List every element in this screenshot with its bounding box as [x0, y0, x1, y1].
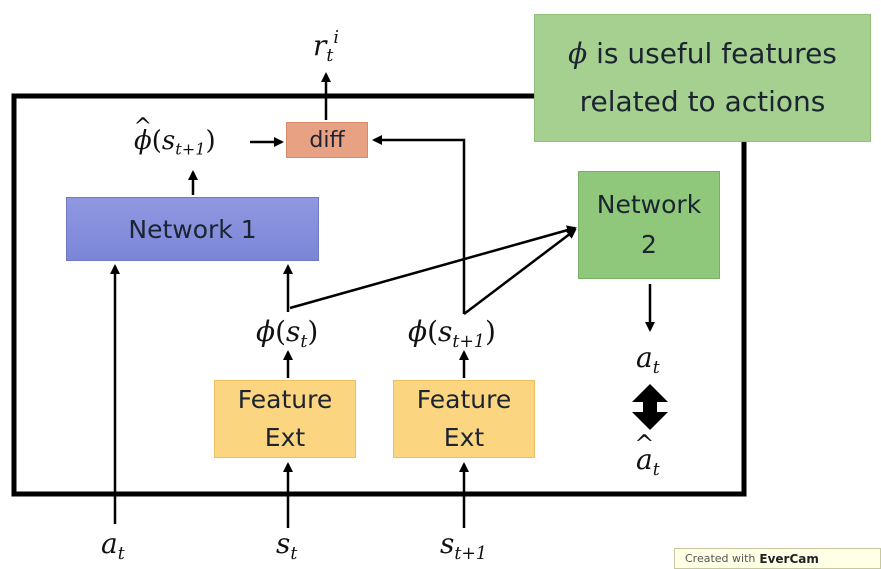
phi-st1-label: ϕ(st+1): [408, 315, 496, 353]
compare-double-arrow: [632, 384, 668, 430]
arrow-phi-st1-to-diff: [372, 135, 466, 314]
feature-ext-box-1: Feature Ext: [214, 380, 356, 458]
phi-hat-label: ϕ(st+1): [134, 128, 216, 158]
action-output-label: at: [636, 341, 660, 379]
network1-box: Network 1: [66, 197, 319, 261]
feature-ext2-line1: Feature: [416, 385, 512, 414]
feature-ext1-line1: Feature: [237, 385, 333, 414]
watermark-brand: EverCam: [759, 551, 819, 566]
evercam-watermark: Created with EverCam: [674, 548, 881, 569]
input-state-label: st: [276, 527, 298, 565]
reward-label: rti: [313, 28, 339, 67]
note-phi-symbol: ϕ: [568, 37, 588, 70]
action-hat-label: at: [636, 446, 660, 479]
network1-label: Network 1: [128, 214, 257, 244]
network2-label-line2: 2: [641, 230, 657, 259]
arrow-phi-st1-to-network2: [463, 228, 577, 315]
note-text-line1: is useful features: [596, 37, 837, 70]
module-frame: [11, 93, 747, 497]
network2-box: Network 2: [578, 171, 720, 279]
note-callout: ϕ is useful features related to actions: [534, 14, 871, 142]
note-text-line2: related to actions: [579, 85, 826, 118]
feature-ext1-line2: Ext: [264, 423, 306, 452]
diff-box: diff: [286, 122, 368, 158]
watermark-prefix: Created with: [685, 552, 756, 565]
diff-label: diff: [309, 127, 345, 153]
feature-ext2-line2: Ext: [443, 423, 485, 452]
note-line1: ϕ is useful features: [568, 30, 837, 78]
phi-st-label: ϕ(st): [256, 315, 319, 353]
input-next-state-label: st+1: [440, 527, 487, 565]
network2-label-line1: Network: [596, 190, 702, 219]
feature-ext-box-2: Feature Ext: [393, 380, 535, 458]
input-action-label: at: [101, 527, 125, 565]
arrow-phi-st-to-network2: [289, 225, 577, 310]
